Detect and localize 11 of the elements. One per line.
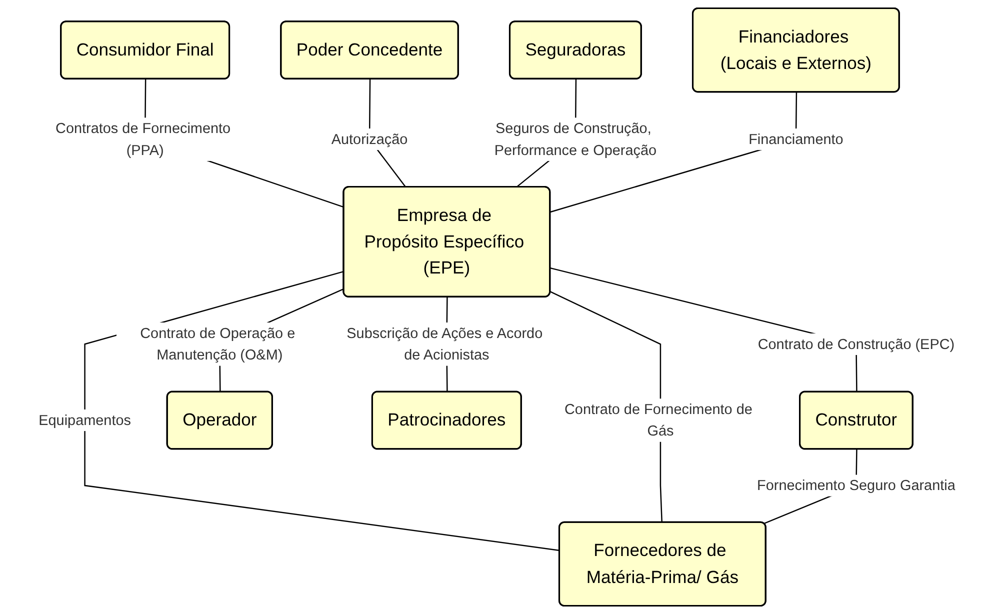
edge-label: Subscrição de Ações e Acordo de Acionistas [346,324,543,363]
edge-label: Contrato de Fornecimento de Gás [564,400,752,439]
edge-label: Equipamentos [38,411,131,428]
edge-label: Seguros de Construção, Performance e Operação [494,120,657,158]
edge-label: Contrato de Construção (EPC) [758,335,955,352]
edge-label: Financiamento [748,130,844,148]
edge-label: Contrato de Operação e Manutenção (O&M) [140,324,296,363]
edge-label: Autorização [331,130,408,148]
edge-label: Fornecimento Seguro Garantia [757,476,956,494]
edge-label: Contratos de Fornecimento (PPA) [56,120,231,158]
connector [84,270,560,552]
